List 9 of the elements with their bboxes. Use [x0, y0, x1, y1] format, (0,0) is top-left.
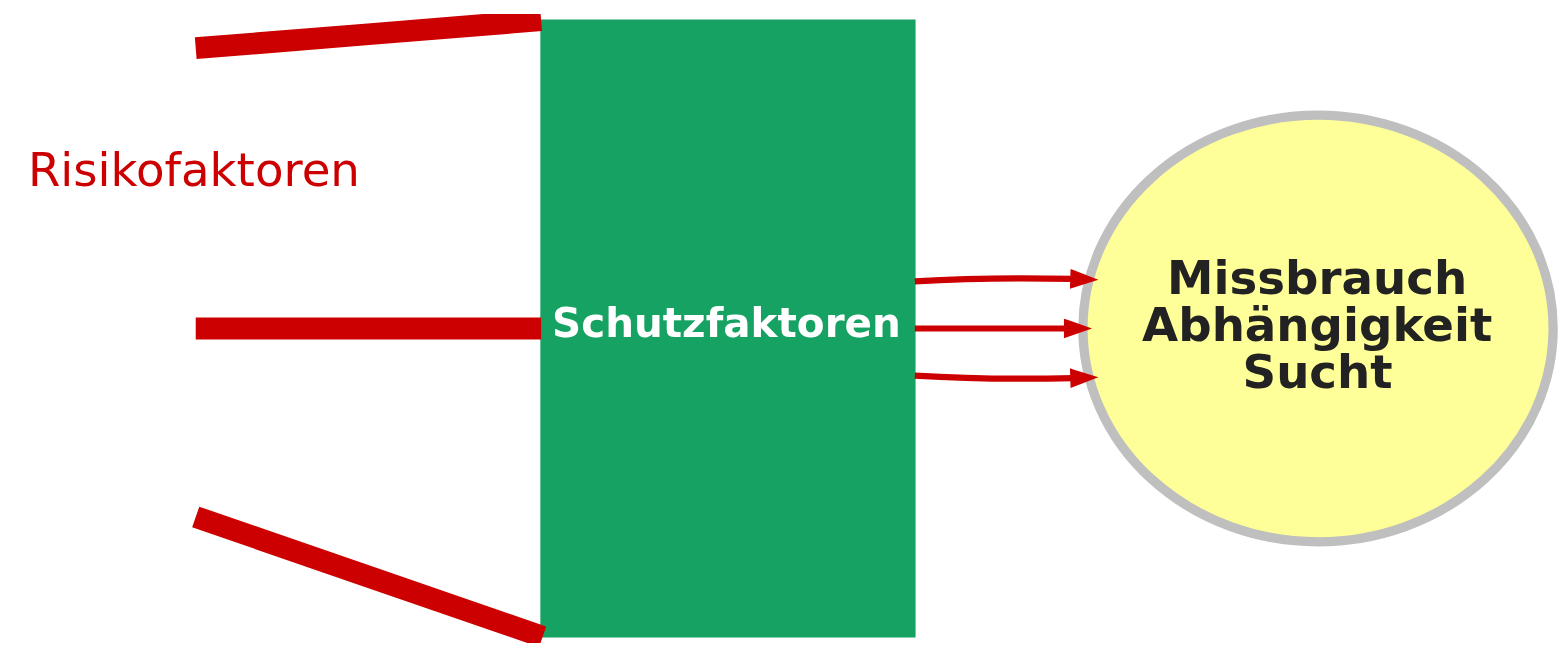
label: Risikofaktoren — [27, 142, 360, 197]
connector — [195, 317, 542, 339]
node-circle: Missbrauch Abhängigkeit Sucht — [1078, 110, 1558, 546]
connector — [192, 506, 547, 643]
arrow — [914, 268, 1099, 289]
arrow — [914, 367, 1099, 388]
connector — [194, 13, 542, 59]
node-box: Schutzfaktoren — [540, 18, 916, 638]
arrow — [914, 318, 1093, 338]
